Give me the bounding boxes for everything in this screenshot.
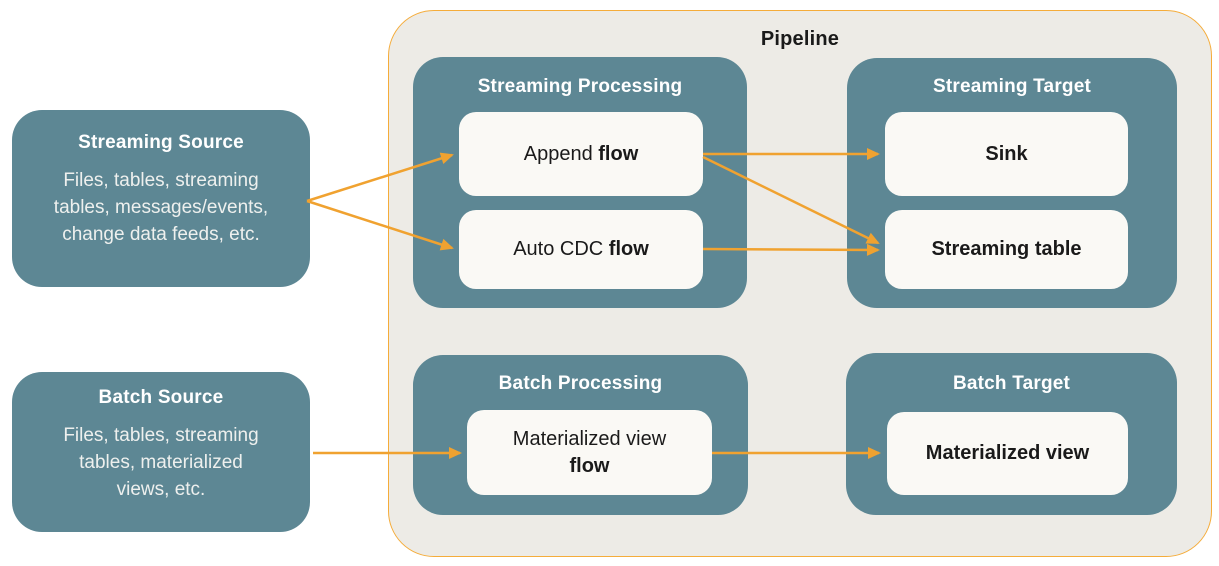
auto-cdc-flow-node: Auto CDC flow xyxy=(459,210,703,289)
append-flow-label: Append flow xyxy=(523,142,639,165)
materialized-view-flow-label-line1: Materialized view xyxy=(512,427,667,450)
streaming-target-group: Streaming Target Sink Streaming table xyxy=(847,58,1177,308)
streaming-target-title: Streaming Target xyxy=(932,76,1092,97)
batch-source-box: Batch Source Files, tables, streaming ta… xyxy=(12,372,310,532)
streaming-source-description-line3: change data feeds, etc. xyxy=(62,224,260,245)
batch-source-description-line3: views, etc. xyxy=(116,479,206,500)
streaming-processing-title: Streaming Processing xyxy=(477,76,683,97)
streaming-processing-group: Streaming Processing Append flow Auto CD… xyxy=(413,57,747,308)
materialized-view-flow-label-line2: flow xyxy=(569,454,610,477)
streaming-table-node: Streaming table xyxy=(885,210,1128,289)
sink-node: Sink xyxy=(885,112,1128,196)
batch-source-description-line1: Files, tables, streaming xyxy=(63,425,259,446)
batch-processing-group: Batch Processing Materialized view flow xyxy=(413,355,748,515)
streaming-source-description-line1: Files, tables, streaming xyxy=(63,170,259,191)
streaming-source-box: Streaming Source Files, tables, streamin… xyxy=(12,110,310,287)
batch-target-group: Batch Target Materialized view xyxy=(846,353,1177,515)
materialized-view-node: Materialized view xyxy=(887,412,1128,495)
streaming-source-description-line2: tables, messages/events, xyxy=(53,197,269,218)
batch-source-title: Batch Source xyxy=(98,387,224,408)
append-flow-node: Append flow xyxy=(459,112,703,196)
batch-processing-title: Batch Processing xyxy=(498,373,663,394)
auto-cdc-flow-label: Auto CDC flow xyxy=(513,238,649,260)
materialized-view-label: Materialized view xyxy=(925,442,1090,464)
sink-label: Sink xyxy=(985,142,1028,165)
batch-source-description-line2: tables, materialized xyxy=(79,452,243,473)
streaming-source-description: Files, tables, streaming tables, message… xyxy=(26,167,296,248)
pipeline-title: Pipeline xyxy=(760,28,840,50)
batch-target-title: Batch Target xyxy=(952,373,1071,394)
streaming-table-label: Streaming table xyxy=(931,238,1082,260)
streaming-source-title: Streaming Source xyxy=(78,132,244,153)
materialized-view-flow-node: Materialized view flow xyxy=(467,410,712,495)
batch-source-description: Files, tables, streaming tables, materia… xyxy=(26,422,296,503)
